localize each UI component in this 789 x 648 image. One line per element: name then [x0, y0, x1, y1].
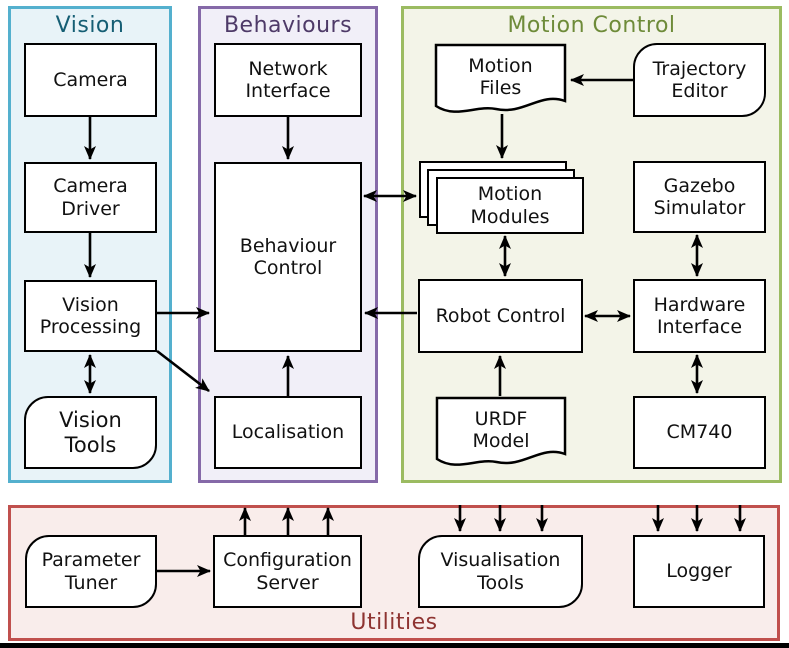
section-behaviours-title: Behaviours	[223, 13, 353, 38]
node-configuration-server-label: Configuration Server	[223, 549, 352, 594]
node-hardware-interface: Hardware Interface	[633, 279, 766, 353]
node-motion-files: Motion Files	[434, 43, 567, 121]
node-parameter-tuner: Parameter Tuner	[25, 535, 157, 608]
section-motion-title: Motion Control	[507, 13, 676, 38]
node-robot-control-label: Robot Control	[435, 304, 566, 327]
node-motion-files-label: Motion Files	[468, 54, 533, 99]
node-localisation: Localisation	[214, 396, 362, 469]
node-cm740: CM740	[633, 396, 766, 469]
node-hardware-interface-label: Hardware Interface	[653, 293, 746, 338]
node-robot-control: Robot Control	[418, 279, 583, 353]
node-behaviour-control-label: Behaviour Control	[239, 234, 337, 279]
section-vision-title: Vision	[55, 13, 125, 38]
node-visualisation-tools: Visualisation Tools	[418, 535, 583, 608]
node-camera-label: Camera	[53, 68, 128, 91]
node-vision-processing: Vision Processing	[24, 280, 157, 352]
node-urdf-model: URDF Model	[435, 396, 567, 474]
node-vision-processing-label: Vision Processing	[39, 293, 142, 338]
node-camera-driver: Camera Driver	[24, 162, 157, 233]
node-gazebo-simulator-label: Gazebo Simulator	[653, 174, 746, 219]
bottom-bar	[0, 643, 789, 648]
node-motion-modules-label: Motion Modules	[470, 183, 550, 228]
node-network-interface-label: Network Interface	[245, 57, 331, 102]
node-motion-modules: Motion Modules	[419, 161, 584, 234]
node-trajectory-editor-label: Trajectory Editor	[652, 57, 747, 102]
node-network-interface: Network Interface	[214, 43, 362, 117]
node-visualisation-tools-label: Visualisation Tools	[440, 549, 561, 594]
node-cm740-label: CM740	[666, 421, 733, 444]
node-trajectory-editor: Trajectory Editor	[633, 43, 766, 117]
node-urdf-model-label: URDF Model	[472, 407, 530, 452]
node-camera: Camera	[24, 43, 157, 117]
node-gazebo-simulator: Gazebo Simulator	[633, 161, 766, 233]
motion-modules-stack-front: Motion Modules	[436, 177, 584, 234]
node-camera-driver-label: Camera Driver	[53, 175, 128, 220]
node-logger-label: Logger	[666, 560, 732, 583]
node-vision-tools: Vision Tools	[24, 396, 157, 469]
document-shape	[435, 396, 567, 466]
section-utilities-title: Utilities	[350, 610, 438, 635]
node-behaviour-control: Behaviour Control	[214, 162, 362, 352]
document-shape	[434, 43, 567, 113]
node-logger: Logger	[633, 535, 765, 608]
node-parameter-tuner-label: Parameter Tuner	[41, 549, 141, 594]
node-localisation-label: Localisation	[231, 421, 345, 444]
node-vision-tools-label: Vision Tools	[59, 407, 122, 457]
node-configuration-server: Configuration Server	[213, 535, 362, 608]
